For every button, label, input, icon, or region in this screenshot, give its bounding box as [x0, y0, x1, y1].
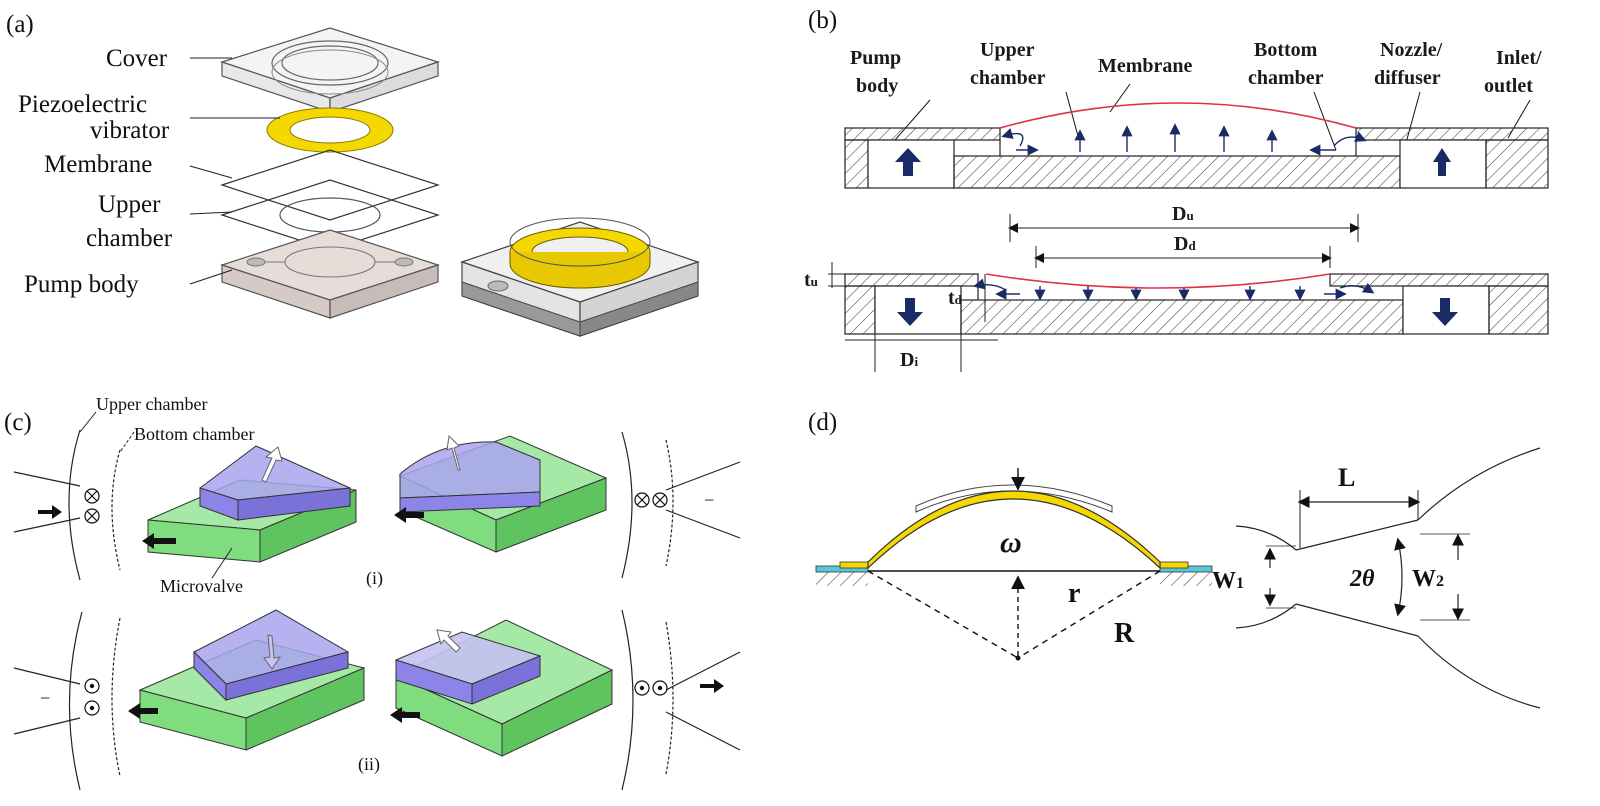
nozzle-diffuser [1235, 447, 1541, 709]
cross-section-bottom: tu td Di [804, 262, 1549, 372]
panel-b-label: (b) [808, 7, 837, 34]
label-w1: W1 [1212, 568, 1244, 594]
label-L: L [1338, 463, 1355, 492]
label-b-membrane: Membrane [1098, 55, 1193, 77]
label-du: Du [1172, 203, 1194, 225]
piezo-ring [266, 107, 394, 153]
microvalve-i-a [142, 445, 357, 563]
flow-arrow-right-icon [700, 679, 724, 693]
right-diagram-i [621, 431, 741, 579]
label-cover: Cover [106, 45, 168, 72]
label-b-pump-2: body [856, 75, 898, 97]
label-c-bottom: Bottom chamber [134, 424, 254, 444]
label-piezo-2: vibrator [90, 117, 170, 144]
pump-body-block [220, 229, 440, 319]
label-b-nozzle-1: Nozzle/ [1380, 39, 1443, 61]
cover-layer [220, 27, 440, 113]
label-b-upper-2: chamber [970, 67, 1046, 89]
panel-d: (d) ω r R [808, 409, 1541, 709]
label-theta: 2θ [1349, 566, 1375, 592]
label-b-pump-1: Pump [850, 47, 901, 69]
minus-ii: − [40, 688, 50, 708]
label-b-nozzle-2: diffuser [1374, 67, 1441, 89]
label-b-inlet-2: outlet [1484, 75, 1533, 97]
panel-d-label: (d) [808, 409, 837, 436]
label-b-bottom-2: chamber [1248, 67, 1324, 89]
microvalve-ii-b [390, 619, 614, 757]
into-page-icon [84, 488, 100, 524]
label-case-i: (i) [366, 568, 383, 589]
label-upper-1: Upper [98, 191, 161, 218]
label-R: R [1114, 618, 1135, 649]
label-td: td [948, 287, 963, 309]
panel-a: (a) [6, 11, 700, 337]
minus-i: − [704, 490, 714, 510]
label-c-upper: Upper chamber [96, 394, 207, 414]
label-r: r [1068, 578, 1080, 609]
label-piezo-1: Piezoelectric [18, 91, 147, 118]
into-page-icon-right [634, 492, 668, 508]
label-b-bottom-1: Bottom [1254, 39, 1318, 61]
membrane-deflection [815, 468, 1213, 661]
panel-c-label: (c) [4, 409, 32, 436]
label-membrane: Membrane [44, 151, 152, 178]
label-tu: tu [804, 269, 818, 291]
label-omega: ω [1000, 526, 1022, 559]
label-b-upper-1: Upper [980, 39, 1035, 61]
left-diagram-ii [13, 611, 121, 791]
label-upper-2: chamber [86, 225, 173, 252]
label-dd: Dd [1174, 233, 1196, 255]
panel-a-leaders [189, 57, 280, 285]
right-diagram-ii [621, 609, 741, 791]
cross-section-top [844, 102, 1549, 189]
membrane-sheet [220, 149, 440, 221]
panel-c: (c) Upper chamber Bottom chamber [4, 394, 741, 791]
microvalve-ii-a [128, 609, 366, 751]
label-pump-body: Pump body [24, 271, 139, 298]
assembled-pump [460, 217, 700, 337]
dimensions-b: Du Dd [1008, 203, 1360, 268]
left-diagram-i [13, 429, 121, 581]
out-of-page-icon [84, 678, 100, 716]
label-b-inlet-1: Inlet/ [1496, 47, 1542, 69]
label-case-ii: (ii) [358, 754, 380, 775]
label-di: Di [900, 349, 918, 371]
panel-a-label: (a) [6, 11, 34, 38]
label-w2: W2 [1412, 566, 1444, 592]
label-microvalve: Microvalve [160, 576, 243, 596]
flow-arrow-icon [38, 505, 62, 519]
out-of-page-icon-right [634, 680, 668, 696]
microvalve-i-b [394, 434, 608, 553]
panel-b: (b) Pump body Upper chamber Membrane Bot… [804, 7, 1549, 372]
